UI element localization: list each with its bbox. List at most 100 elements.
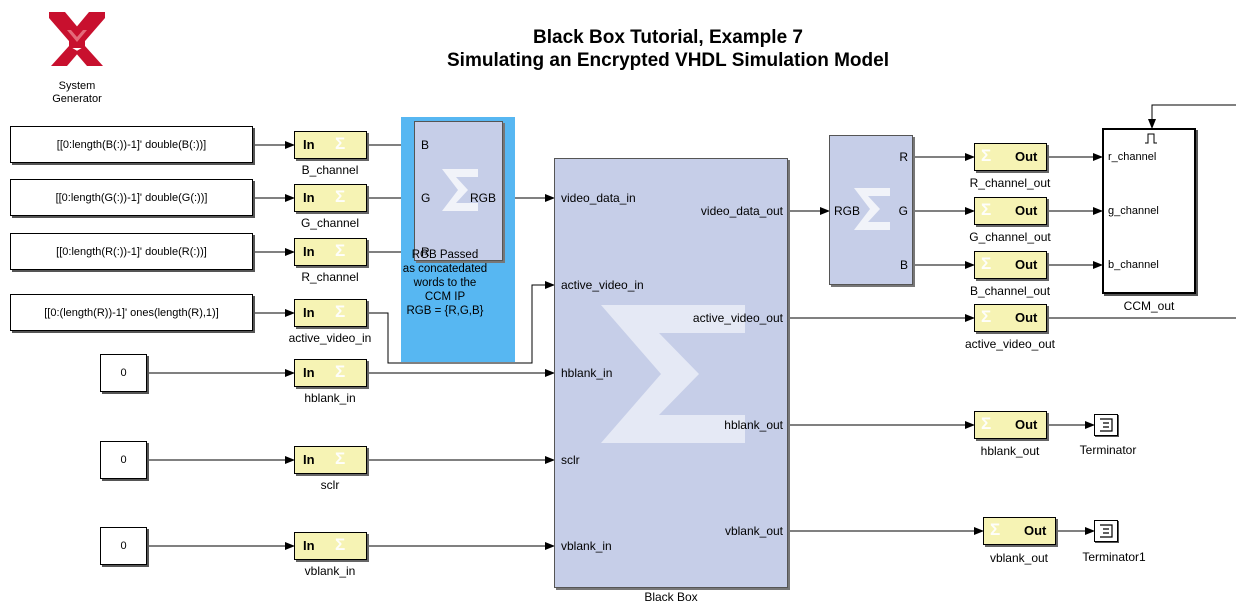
port-label: active_video_in xyxy=(561,278,644,292)
gateway-in-text: In xyxy=(303,452,315,467)
gateway-label: R_channel xyxy=(301,270,359,284)
gateway-out-text: Out xyxy=(1015,203,1038,218)
gateway-label: vblank_out xyxy=(989,551,1049,565)
gateway-in-sclr[interactable]: In Σ xyxy=(294,446,367,474)
gateway-label: active_video_in xyxy=(288,331,372,345)
gateway-in-active-video[interactable]: In Σ xyxy=(294,299,367,327)
sigma-icon: Σ xyxy=(335,187,346,206)
sigma-icon: Σ xyxy=(335,134,346,153)
source-block-active-video[interactable]: [[0:(length(R))-1]' ones(length(R),1)] xyxy=(10,294,253,331)
gateway-out-text: Out xyxy=(1015,417,1038,432)
gateway-in-text: In xyxy=(303,538,315,553)
gateway-label: B_channel xyxy=(301,163,359,177)
gateway-label: G_channel xyxy=(300,216,360,230)
sigma-icon: Σ xyxy=(335,302,346,321)
sigma-icon: Σ xyxy=(335,362,346,381)
concat-block[interactable]: B G R RGB xyxy=(414,121,503,261)
gateway-out-active-video[interactable]: Σ Out xyxy=(974,304,1047,332)
gateway-in-text: In xyxy=(303,365,315,380)
sigma-watermark-icon xyxy=(601,305,745,443)
pulse-icon xyxy=(1145,133,1157,144)
port-label: B xyxy=(421,138,430,152)
gateway-out-hblank[interactable]: Σ Out xyxy=(974,411,1047,439)
scope-label: CCM_out xyxy=(1123,299,1175,313)
source-block-g[interactable]: [[0:length(G(:))-1]' double(G(:))] xyxy=(10,179,253,216)
sigma-watermark-icon xyxy=(854,188,890,230)
gateway-in-b[interactable]: In Σ xyxy=(294,131,367,159)
sigma-icon: Σ xyxy=(981,146,992,165)
terminator-icon xyxy=(1100,524,1113,538)
sigma-icon: Σ xyxy=(335,449,346,468)
gateway-out-vblank[interactable]: Σ Out xyxy=(983,517,1056,545)
source-block-r[interactable]: [[0:length(R(:))-1]' double(R(:))] xyxy=(10,233,253,270)
gateway-in-text: In xyxy=(303,305,315,320)
sigma-icon: Σ xyxy=(981,200,992,219)
gateway-out-text: Out xyxy=(1015,257,1038,272)
note-line: CCM IP xyxy=(424,291,466,303)
gateway-out-text: Out xyxy=(1015,310,1038,325)
constant-block-sclr[interactable]: 0 xyxy=(100,441,147,479)
page-title: Black Box Tutorial, Example 7 xyxy=(533,27,803,48)
port-label: sclr xyxy=(561,453,580,467)
page-subtitle: Simulating an Encrypted VHDL Simulation … xyxy=(447,50,889,71)
gateway-label: vblank_in xyxy=(304,564,356,578)
gateway-out-b[interactable]: Σ Out xyxy=(974,251,1047,279)
port-label: hblank_in xyxy=(561,366,613,380)
terminator1-block[interactable] xyxy=(1094,520,1118,542)
logo-label: System Generator xyxy=(42,80,112,106)
port-label: hblank_out xyxy=(724,418,783,432)
sigma-watermark-icon xyxy=(442,169,478,211)
note-text: RGB Passed as concatedated words to the … xyxy=(400,248,490,318)
port-label: B xyxy=(899,258,908,272)
gateway-label: hblank_in xyxy=(304,391,356,405)
scope-block[interactable]: r_channel g_channel b_channel xyxy=(1102,128,1196,294)
logo-label-line1: System xyxy=(58,80,96,92)
port-label: video_data_in xyxy=(561,191,636,205)
wire-av-bb xyxy=(367,281,555,364)
port-label: video_data_out xyxy=(700,204,783,218)
port-label: b_channel xyxy=(1108,259,1159,271)
logo-label-line2: Generator xyxy=(52,93,102,105)
gateway-in-text: In xyxy=(303,190,315,205)
terminator-icon xyxy=(1100,418,1113,432)
port-label: G xyxy=(421,191,431,205)
gateway-in-g[interactable]: In Σ xyxy=(294,184,367,212)
note-line: as concatedated xyxy=(402,263,488,275)
sigma-icon: Σ xyxy=(335,535,346,554)
sigma-icon: Σ xyxy=(981,307,992,326)
slicer-block[interactable]: RGB R G B xyxy=(829,135,913,285)
port-label: R xyxy=(899,150,908,164)
port-label: R xyxy=(421,245,430,259)
gateway-label: B_channel_out xyxy=(969,284,1051,298)
gateway-label: R_channel_out xyxy=(969,176,1051,190)
source-block-b[interactable]: [[0:length(B(:))-1]' double(B(:))] xyxy=(10,126,253,163)
note-line: RGB Passed xyxy=(411,249,479,261)
wire-trigger xyxy=(1148,104,1236,129)
gateway-label: hblank_out xyxy=(980,444,1040,458)
sigma-icon: Σ xyxy=(335,241,346,260)
black-box-block[interactable]: video_data_in active_video_in hblank_in … xyxy=(554,158,788,588)
gateway-out-g[interactable]: Σ Out xyxy=(974,197,1047,225)
sigma-icon: Σ xyxy=(981,414,992,433)
gateway-out-text: Out xyxy=(1024,523,1047,538)
port-label: vblank_in xyxy=(561,539,612,553)
gateway-in-vblank[interactable]: In Σ xyxy=(294,532,367,560)
gateway-label: G_channel_out xyxy=(969,230,1051,244)
black-box-label: Black Box xyxy=(644,590,698,604)
sigma-icon: Σ xyxy=(990,520,1001,539)
constant-block-hblank[interactable]: 0 xyxy=(100,354,147,392)
port-label: r_channel xyxy=(1108,151,1157,163)
gateway-in-text: In xyxy=(303,137,315,152)
gateway-in-r[interactable]: In Σ xyxy=(294,238,367,266)
port-label: g_channel xyxy=(1108,205,1159,217)
gateway-label: sclr xyxy=(320,478,340,492)
constant-block-vblank[interactable]: 0 xyxy=(100,527,147,565)
gateway-in-hblank[interactable]: In Σ xyxy=(294,359,367,387)
terminator-label: Terminator xyxy=(1079,443,1137,457)
port-label: vblank_out xyxy=(724,524,783,538)
xilinx-logo-icon xyxy=(49,12,105,66)
gateway-out-r[interactable]: Σ Out xyxy=(974,143,1047,171)
terminator-block[interactable] xyxy=(1094,414,1118,436)
terminator-label: Terminator1 xyxy=(1082,550,1146,564)
